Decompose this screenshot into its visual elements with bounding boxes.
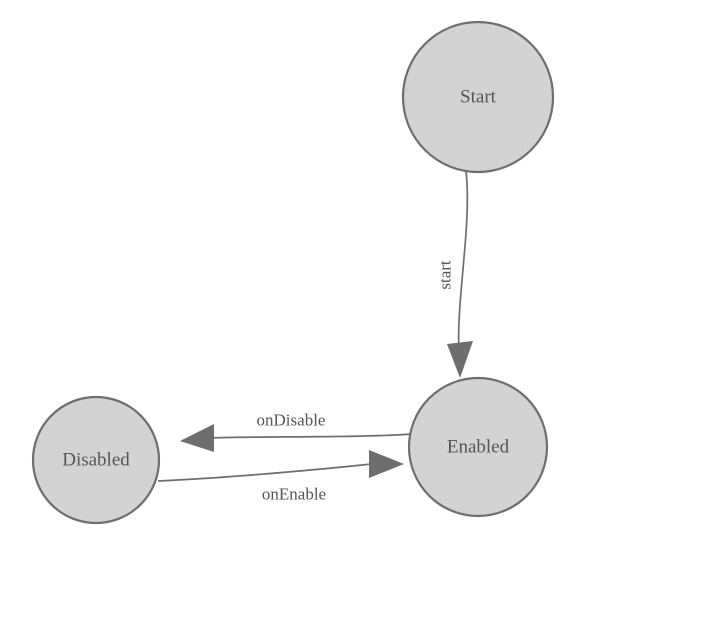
node-enabled[interactable]: Enabled bbox=[407, 376, 549, 518]
node-start-circle bbox=[401, 20, 555, 174]
edge-enabled-to-disabled-arrowhead bbox=[180, 424, 214, 452]
edge-start-to-enabled-arrowhead bbox=[447, 341, 473, 378]
edge-enabled-to-disabled[interactable]: onDisable bbox=[180, 411, 413, 453]
node-enabled-circle bbox=[407, 376, 549, 518]
edge-disabled-to-enabled-arrowhead bbox=[369, 450, 404, 478]
edge-enabled-to-disabled-line bbox=[207, 433, 413, 439]
edge-start-to-enabled-label: start bbox=[436, 260, 455, 290]
edge-start-to-enabled-line bbox=[457, 170, 469, 353]
edge-disabled-to-enabled-label: onEnable bbox=[262, 485, 326, 504]
edge-enabled-to-disabled-label: onDisable bbox=[257, 411, 326, 430]
node-start-label: Start bbox=[460, 87, 497, 108]
node-start[interactable]: Start bbox=[401, 20, 555, 174]
edge-disabled-to-enabled-line bbox=[157, 463, 373, 482]
edge-start-to-enabled[interactable]: start bbox=[436, 170, 474, 378]
node-disabled[interactable]: Disabled bbox=[31, 395, 161, 525]
node-disabled-circle bbox=[31, 395, 161, 525]
node-enabled-label: Enabled bbox=[447, 437, 510, 458]
node-disabled-label: Disabled bbox=[62, 450, 130, 471]
edge-disabled-to-enabled[interactable]: onEnable bbox=[157, 450, 404, 504]
